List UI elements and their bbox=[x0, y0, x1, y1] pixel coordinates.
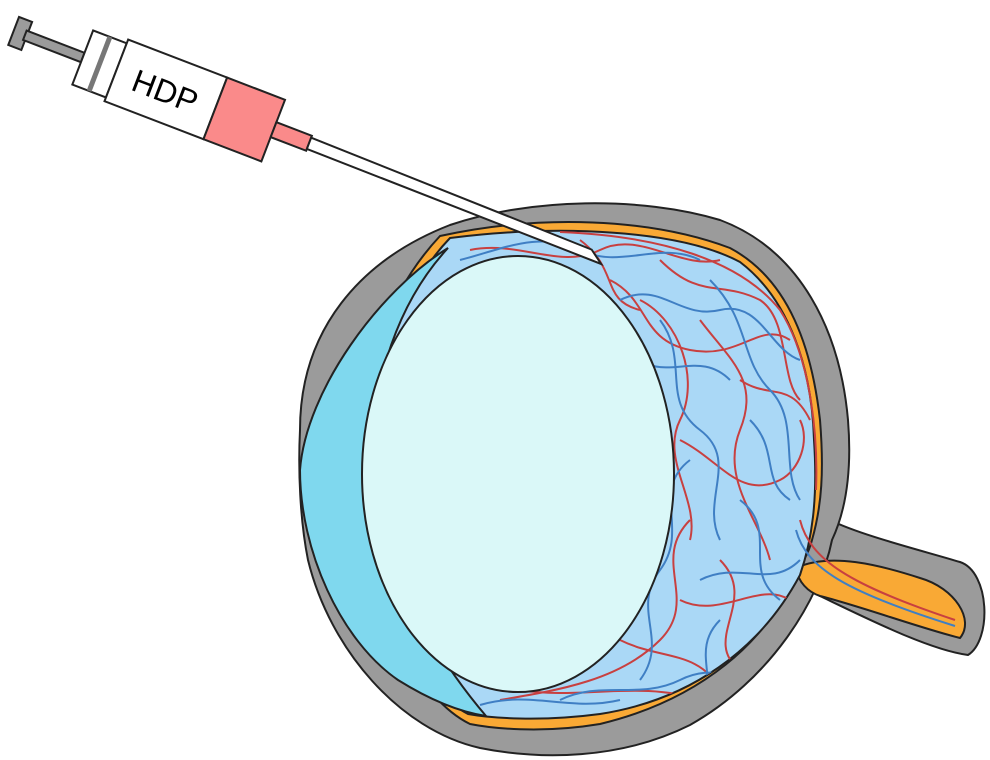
syringe: HDP bbox=[6, 15, 604, 267]
syringe-plunger-rod bbox=[21, 29, 86, 64]
syringe-hub bbox=[269, 120, 314, 153]
optic-nerve-vessel-red bbox=[799, 519, 956, 621]
syringe-needle bbox=[305, 136, 604, 267]
optic-nerve-vessel-blue bbox=[795, 529, 956, 627]
lens bbox=[361, 255, 675, 693]
retina-line bbox=[559, 231, 818, 491]
syringe-plunger-seal bbox=[86, 35, 113, 92]
